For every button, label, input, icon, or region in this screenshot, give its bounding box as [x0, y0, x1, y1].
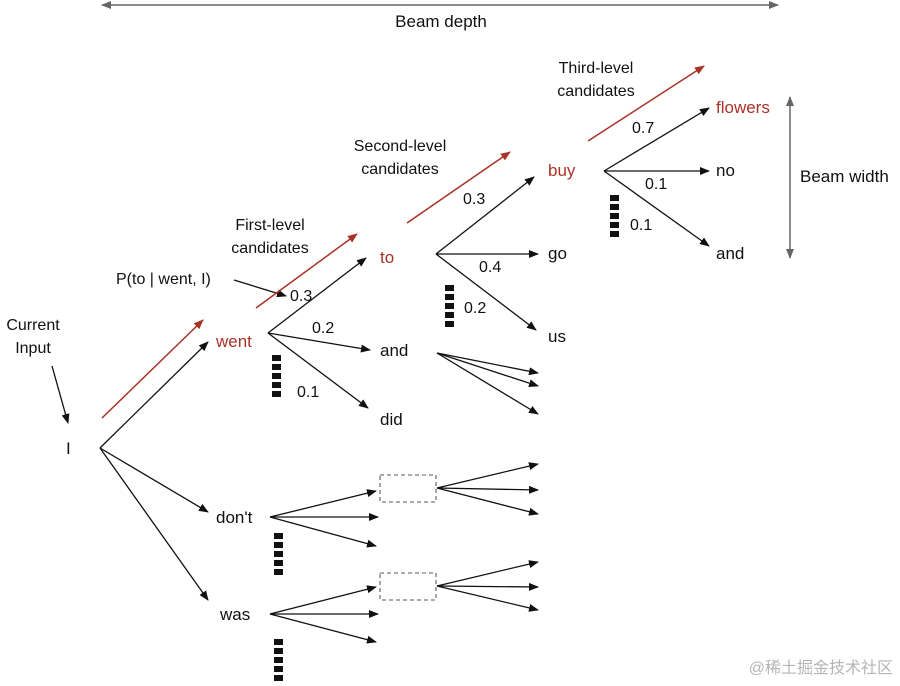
- ellipsis-to: [445, 285, 454, 327]
- probability-pointer: [233, 279, 287, 298]
- word-us: us: [548, 327, 566, 346]
- word-to: to: [380, 248, 394, 267]
- prob-buy-no: 0.1: [645, 176, 667, 193]
- edges-went: [267, 257, 371, 409]
- word-and-level2: and: [380, 341, 408, 360]
- watermark: @稀土掘金技术社区: [749, 659, 893, 677]
- third-level-label-2: candidates: [557, 83, 634, 100]
- prob-went-and: 0.2: [312, 320, 334, 337]
- placeholder-box-dont: [379, 474, 437, 503]
- word-root-i: I: [66, 439, 71, 458]
- second-level-label-2: candidates: [361, 161, 438, 178]
- prob-to-buy: 0.3: [463, 191, 485, 208]
- word-and-level3: and: [716, 244, 744, 263]
- prob-to-go: 0.4: [479, 259, 501, 276]
- first-level-label-1: First-level: [235, 217, 304, 234]
- word-buy: buy: [548, 161, 576, 180]
- first-level-label-2: candidates: [231, 240, 308, 257]
- prob-to-us: 0.2: [464, 300, 486, 317]
- edges-to: [435, 176, 539, 331]
- path-arrow-level-1: [101, 319, 204, 419]
- edges-root: [99, 341, 209, 601]
- word-did: did: [380, 410, 403, 429]
- prob-went-did: 0.1: [297, 384, 319, 401]
- word-no: no: [716, 161, 735, 180]
- edges-buy: [603, 107, 710, 247]
- prob-buy-and: 0.1: [630, 217, 652, 234]
- ellipsis-was: [274, 639, 283, 681]
- path-arrow-level-2: [255, 233, 358, 309]
- current-input-label-2: Input: [15, 340, 51, 357]
- beam-width-label: Beam width: [800, 167, 889, 186]
- path-arrow-level-4: [587, 65, 705, 142]
- probability-annotation: P(to | went, I): [116, 271, 211, 288]
- prob-buy-flowers: 0.7: [632, 120, 654, 137]
- third-level-label-1: Third-level: [559, 60, 634, 77]
- edges-dont: [269, 462, 539, 548]
- edges-was: [269, 560, 539, 644]
- current-input-pointer: [51, 365, 70, 424]
- placeholder-box-was: [379, 572, 437, 601]
- word-dont: don't: [216, 508, 253, 527]
- ellipsis-dont: [274, 533, 283, 575]
- beam-depth-label: Beam depth: [395, 12, 487, 31]
- word-go: go: [548, 244, 567, 263]
- word-went: went: [215, 332, 252, 351]
- word-was: was: [219, 605, 250, 624]
- path-arrow-level-3: [406, 151, 511, 224]
- second-level-label-1: Second-level: [354, 138, 447, 155]
- word-flowers: flowers: [716, 98, 770, 117]
- current-input-label-1: Current: [6, 317, 60, 334]
- edges-and: [436, 352, 539, 415]
- ellipsis-went: [272, 355, 281, 397]
- prob-went-to: 0.3: [290, 288, 312, 305]
- ellipsis-buy: [610, 195, 619, 237]
- ellipsis-bars: [272, 195, 619, 681]
